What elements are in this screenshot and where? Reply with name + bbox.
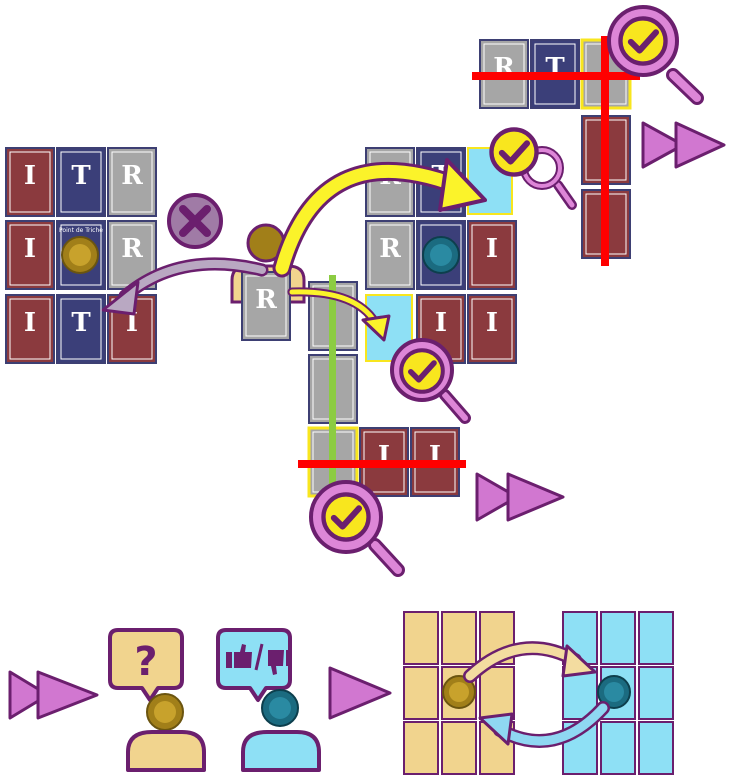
cheat-point-token-gold xyxy=(61,236,99,274)
green-line xyxy=(329,275,336,495)
card-letter: R xyxy=(121,161,143,191)
card-red: I xyxy=(467,220,517,290)
card-red: I xyxy=(5,147,55,217)
top-right-card-grid: R T xyxy=(472,36,640,266)
player-asking: ? xyxy=(108,628,206,772)
card-letter: I xyxy=(435,308,447,338)
play-double-icon xyxy=(641,121,726,169)
card-letter: I xyxy=(24,161,36,191)
beige-card-grid xyxy=(403,611,515,775)
play-double-icon xyxy=(8,670,99,720)
red-line xyxy=(298,460,466,468)
play-icon xyxy=(328,666,392,720)
card-letter: I xyxy=(126,308,138,338)
arrow-grey-rejected xyxy=(101,257,269,316)
card-red: I xyxy=(5,220,55,290)
arrow-yellow-small xyxy=(287,287,391,342)
card-grey: R xyxy=(241,271,291,341)
card-grey: R xyxy=(365,220,415,290)
player-voting xyxy=(216,628,321,772)
play-double-icon xyxy=(475,472,565,522)
card-letter: I xyxy=(24,308,36,338)
cheat-point-token-teal xyxy=(597,675,631,709)
check-magnifier-icon xyxy=(309,480,405,577)
cross-icon xyxy=(167,193,223,249)
card-letter: R xyxy=(121,234,143,264)
red-line xyxy=(601,36,609,266)
cyan-card-grid xyxy=(562,611,674,775)
card-navy: T xyxy=(56,147,106,217)
red-line xyxy=(472,72,640,80)
card-letter: I xyxy=(486,308,498,338)
person-icon xyxy=(241,730,321,772)
card-letter: T xyxy=(71,161,91,191)
thumbs-up-down-bubble-icon xyxy=(216,628,292,702)
question-mark: ? xyxy=(134,639,157,685)
cheat-point-token-gold xyxy=(442,675,476,709)
card-letter: R xyxy=(379,234,401,264)
cheat-point-token-gold xyxy=(146,693,184,731)
card-letter: I xyxy=(486,234,498,264)
token-caption: Point de Triche xyxy=(59,227,103,234)
cheat-point-token-teal xyxy=(422,236,460,274)
check-magnifier-icon xyxy=(390,338,471,424)
person-icon xyxy=(126,730,206,772)
question-bubble-icon: ? xyxy=(108,628,184,702)
arrow-yellow-large xyxy=(272,158,487,278)
left-card-grid: I T R I R I T I Point de Triche xyxy=(5,147,157,364)
check-magnifier-icon xyxy=(491,129,577,210)
check-magnifier-icon xyxy=(607,5,704,105)
card-red: I xyxy=(467,294,517,364)
swap-arrows-icon xyxy=(463,641,610,748)
card-red: I xyxy=(5,294,55,364)
card-letter: T xyxy=(71,308,91,338)
card-grey: R xyxy=(107,147,157,217)
cheat-point-token-teal xyxy=(261,689,299,727)
card-navy: T xyxy=(56,294,106,364)
card-letter: R xyxy=(255,285,277,315)
card-letter: I xyxy=(24,234,36,264)
